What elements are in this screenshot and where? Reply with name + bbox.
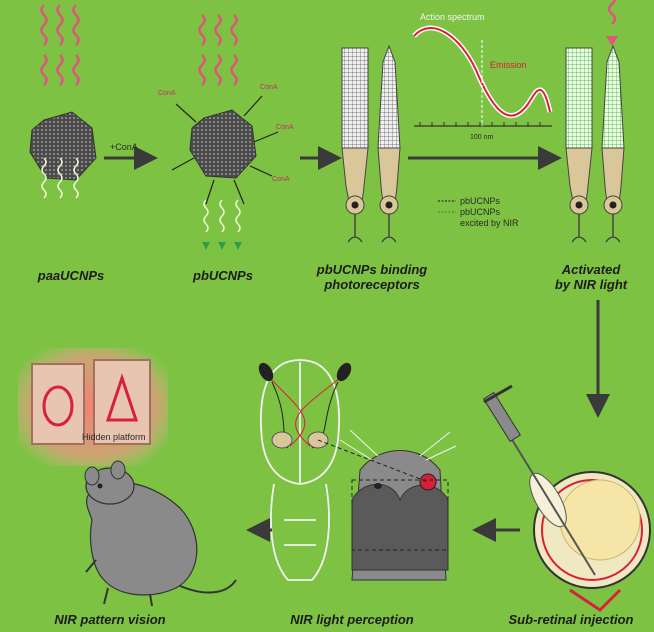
- label-emission: Emission: [490, 60, 527, 70]
- mouse-head: [340, 430, 456, 580]
- visual-nucleus-left: [272, 432, 292, 448]
- spectrum-plot: [414, 28, 552, 126]
- label-action-spectrum: Action spectrum: [420, 12, 485, 22]
- conjugate-label-3: ConA: [276, 124, 294, 131]
- label-hidden-platform: Hidden platform: [82, 432, 146, 442]
- conjugate-label-4: ConA: [272, 176, 290, 183]
- label-wavelength: 100 nm: [470, 134, 493, 141]
- nir-arrow-head: [606, 36, 618, 46]
- activated-rod: [566, 48, 592, 242]
- visible-waves-pb: [204, 200, 240, 232]
- photoreceptor-cone: [378, 46, 400, 242]
- eye-injection: [484, 386, 650, 610]
- legend-label-1: pbUCNPs: [460, 196, 500, 206]
- caption-paaucnps: paaUCNPs: [16, 268, 126, 283]
- caption-subretinal-injection: Sub-retinal injection: [488, 612, 654, 627]
- legend-label-2b: excited by NIR: [460, 218, 519, 228]
- conjugate-label-2: ConA: [260, 84, 278, 91]
- caption-pattern-vision: NIR pattern vision: [20, 612, 200, 627]
- caption-binding-line1: pbUCNPs binding: [292, 262, 452, 277]
- nir-waves-pb: [200, 15, 237, 85]
- photoreceptor-rod: [342, 48, 368, 242]
- nir-waves-paa: [42, 5, 79, 85]
- label-cona: +ConA: [110, 142, 138, 152]
- caption-activated-line1: Activated: [536, 262, 646, 277]
- activated-cone: [602, 46, 624, 242]
- legend-label-2a: pbUCNPs: [460, 207, 500, 217]
- brain-outline: [261, 360, 339, 580]
- nir-wave-activated: [609, 0, 615, 24]
- caption-light-perception: NIR light perception: [262, 612, 442, 627]
- nanoparticle-paa: [30, 112, 96, 180]
- legend-lines: [438, 201, 456, 212]
- green-emission-arrows: [202, 242, 242, 250]
- caption-pbucnps: pbUCNPs: [168, 268, 278, 283]
- caption-activated-line2: by NIR light: [536, 277, 646, 292]
- caption-binding-line2: photoreceptors: [292, 277, 452, 292]
- conjugate-label-1: ConA: [158, 90, 176, 97]
- mouse-body: [85, 461, 236, 606]
- nanoparticle-pb: [190, 110, 256, 178]
